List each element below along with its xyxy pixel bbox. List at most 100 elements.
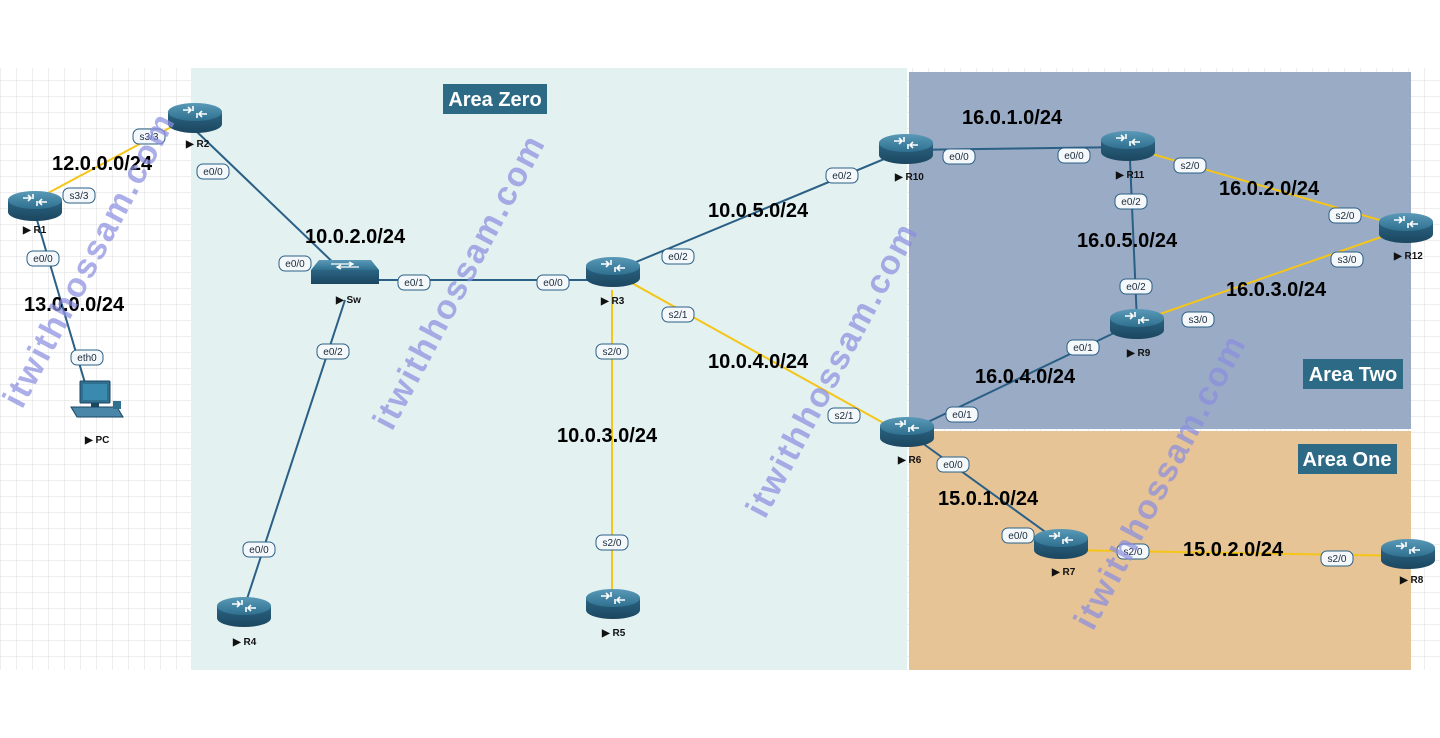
- network-label-10-0-3-0: 10.0.3.0/24: [557, 425, 658, 447]
- router-r8[interactable]: [1381, 539, 1435, 569]
- link-r6-r7[interactable]: [906, 431, 1063, 545]
- port-tag: e0/1: [1066, 339, 1100, 356]
- svg-text:e0/2: e0/2: [1121, 197, 1141, 208]
- router-r6[interactable]: [880, 417, 934, 447]
- svg-text:s2/0: s2/0: [1336, 211, 1355, 222]
- svg-text:e0/0: e0/0: [285, 259, 305, 270]
- router-r12[interactable]: [1379, 213, 1433, 243]
- port-tag: e0/2: [661, 248, 695, 265]
- link-r9-r6[interactable]: [906, 321, 1138, 433]
- port-tag: s2/0: [1116, 543, 1150, 560]
- svg-text:e0/0: e0/0: [943, 460, 963, 471]
- svg-text:s2/0: s2/0: [603, 538, 622, 549]
- port-tag: e0/1: [397, 274, 431, 291]
- port-tag: s2/0: [595, 534, 629, 551]
- device-label-r1: ▶ R1: [22, 225, 47, 236]
- router-icon: [232, 600, 256, 612]
- port-tag: e0/0: [196, 163, 230, 180]
- port-tag: s2/0: [1328, 207, 1362, 224]
- network-label-10-0-5-0: 10.0.5.0/24: [708, 200, 809, 222]
- svg-text:e0/2: e0/2: [832, 171, 852, 182]
- port-tag: s2/0: [595, 343, 629, 360]
- svg-text:Area One: Area One: [1303, 449, 1392, 471]
- router-icon: [23, 194, 47, 206]
- network-label-13-0-0-0: 13.0.0.0/24: [24, 294, 125, 316]
- device-label-r3: ▶ R3: [600, 296, 625, 307]
- port-tag: s2/0: [1320, 550, 1354, 567]
- svg-text:eth0: eth0: [77, 353, 97, 364]
- svg-text:s3/3: s3/3: [140, 132, 159, 143]
- pc-host[interactable]: [70, 380, 124, 418]
- device-label-pc: ▶ PC: [84, 435, 109, 446]
- link-r1-r2[interactable]: [34, 116, 191, 201]
- router-r5[interactable]: [586, 589, 640, 619]
- link-r3-r6[interactable]: [611, 271, 906, 436]
- port-tag: e0/0: [536, 274, 570, 291]
- network-label-15-0-2-0: 15.0.2.0/24: [1183, 539, 1284, 561]
- router-r10[interactable]: [879, 134, 933, 164]
- svg-text:e0/0: e0/0: [949, 152, 969, 163]
- device-label-r9: ▶ R9: [1126, 348, 1151, 359]
- device-label-r12: ▶ R12: [1393, 251, 1423, 262]
- port-tag: e0/2: [316, 343, 350, 360]
- router-icon: [601, 260, 625, 272]
- router-r7[interactable]: [1034, 529, 1088, 559]
- device-label-r8: ▶ R8: [1399, 575, 1424, 586]
- device-label-r11: ▶ R11: [1115, 170, 1145, 181]
- port-tag: e0/0: [26, 250, 60, 267]
- svg-text:Area Zero: Area Zero: [448, 89, 541, 111]
- router-r4[interactable]: [217, 597, 271, 627]
- network-label-15-0-1-0: 15.0.1.0/24: [938, 488, 1039, 510]
- link-r2-sw[interactable]: [194, 129, 344, 273]
- port-tag: e0/0: [942, 148, 976, 165]
- network-label-10-0-4-0: 10.0.4.0/24: [708, 351, 809, 373]
- area-zero-label: Area Zero: [443, 84, 547, 114]
- network-label-16-0-3-0: 16.0.3.0/24: [1226, 279, 1327, 301]
- link-r9-r12[interactable]: [1136, 227, 1408, 323]
- svg-text:e0/0: e0/0: [203, 167, 223, 178]
- network-label-16-0-2-0: 16.0.2.0/24: [1219, 178, 1320, 200]
- port-tag: s2/0: [1173, 157, 1207, 174]
- link-r1-pc[interactable]: [36, 219, 91, 401]
- port-tag: e0/0: [1001, 527, 1035, 544]
- svg-text:e0/1: e0/1: [404, 278, 424, 289]
- switch-sw[interactable]: [311, 260, 379, 284]
- router-icon: [894, 137, 918, 149]
- router-icon: [183, 106, 207, 118]
- router-r9[interactable]: [1110, 309, 1164, 339]
- port-tags: s3/3 s3/3 e0/0 e0/0 eth0 e0/0 e0/1 e0/2 …: [26, 128, 1364, 567]
- device-label-r10: ▶ R10: [894, 172, 924, 183]
- svg-text:s2/0: s2/0: [1181, 161, 1200, 172]
- network-label-16-0-1-0: 16.0.1.0/24: [962, 107, 1063, 129]
- device-label-sw: ▶ Sw: [335, 295, 361, 306]
- router-r3[interactable]: [586, 257, 640, 287]
- port-tag: e0/2: [1114, 193, 1148, 210]
- link-r11-r9[interactable]: [1129, 159, 1138, 323]
- router-icon: [1116, 134, 1140, 146]
- port-tag: e0/0: [278, 255, 312, 272]
- link-r10-r11[interactable]: [905, 146, 1129, 151]
- router-icon: [1049, 532, 1073, 544]
- device-label-r4: ▶ R4: [232, 637, 257, 648]
- port-tag: e0/0: [936, 456, 970, 473]
- port-tag: e0/2: [825, 167, 859, 184]
- network-label-16-0-5-0: 16.0.5.0/24: [1077, 230, 1178, 252]
- svg-text:e0/0: e0/0: [33, 254, 53, 265]
- port-tag: s3/0: [1181, 311, 1215, 328]
- port-tag: e0/2: [1119, 278, 1153, 295]
- network-labels: 12.0.0.0/24 13.0.0.0/24 10.0.2.0/24 10.0…: [24, 107, 1327, 561]
- svg-text:e0/1: e0/1: [1073, 343, 1093, 354]
- router-r11[interactable]: [1101, 131, 1155, 161]
- port-tag: s3/3: [62, 187, 96, 204]
- svg-text:s2/0: s2/0: [603, 347, 622, 358]
- router-r1[interactable]: [8, 191, 62, 221]
- area-two-label: Area Two: [1303, 359, 1403, 389]
- network-label-16-0-4-0: 16.0.4.0/24: [975, 366, 1076, 388]
- port-tag: s3/0: [1330, 251, 1364, 268]
- port-tag: e0/0: [1057, 147, 1091, 164]
- switch-icon: [331, 261, 359, 270]
- router-r2[interactable]: [168, 103, 222, 133]
- router-icon: [1396, 542, 1420, 554]
- router-icon: [601, 592, 625, 604]
